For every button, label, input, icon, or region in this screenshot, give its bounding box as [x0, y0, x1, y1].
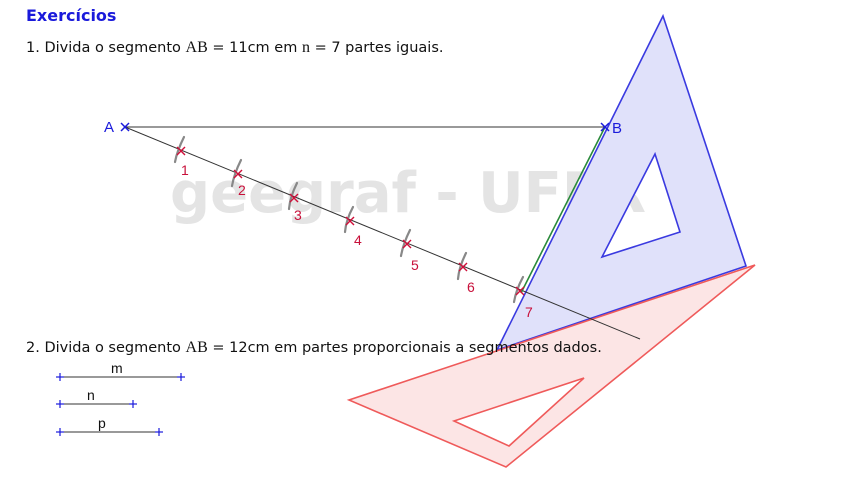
division-mark-7: [515, 286, 525, 296]
given-segment-m: m: [56, 360, 185, 381]
exercise-1-text-before: Divida o segmento: [44, 40, 181, 56]
exercise-2-number: 2.: [26, 340, 40, 356]
exercise-1-n-variable: n: [301, 39, 310, 56]
division-label-6: 6: [467, 279, 475, 295]
exercise-1-segment: AB: [185, 39, 208, 56]
compass-arc-5: [399, 228, 412, 258]
division-mark-6: [458, 262, 468, 272]
exercise-2-text-before: Divida o segmento: [44, 340, 181, 356]
compass-arc-7: [512, 275, 525, 304]
compass-arc-2: [230, 158, 243, 188]
division-mark-4: [345, 216, 355, 226]
compass-arc-4: [343, 205, 355, 234]
division-label-5: 5: [411, 257, 419, 273]
division-mark-5: [402, 239, 412, 249]
compass-arc-6: [456, 251, 468, 281]
division-label-2: 2: [238, 182, 246, 198]
division-marks: [176, 146, 525, 296]
given-segment-m-label: m: [111, 360, 123, 376]
exercise-1-text-mid: = 11cm em: [212, 40, 298, 56]
given-segment-n: n: [56, 387, 137, 408]
exercise-1-number: 1.: [26, 40, 40, 56]
page-title: Exercícios: [26, 6, 117, 25]
exercise-1-text-after: = 7 partes iguais.: [314, 40, 444, 56]
set-square-30-60[interactable]: [346, 264, 756, 468]
division-label-4: 4: [354, 232, 362, 248]
exercise-2-statement: 2. Divida o segmento AB = 12cm em partes…: [26, 339, 602, 357]
division-mark-2: [233, 169, 243, 179]
division-mark-3: [289, 193, 299, 203]
given-segment-p-label: p: [98, 415, 106, 431]
point-b-label: B: [612, 120, 622, 137]
division-label-7: 7: [525, 304, 533, 320]
compass-arc-1: [173, 135, 186, 164]
point-a-label: A: [104, 119, 114, 136]
point-b-mark: [600, 122, 610, 132]
auxiliary-ray: [124, 126, 641, 340]
given-segment-p: p: [56, 415, 163, 436]
set-square-45[interactable]: [495, 13, 748, 352]
division-mark-1: [176, 146, 186, 156]
exercise-2-segment: AB: [185, 339, 208, 356]
division-label-1: 1: [181, 162, 189, 178]
exercise-2-text-after: = 12cm em partes proporcionais a segment…: [212, 340, 602, 356]
compass-arc-3: [287, 181, 299, 211]
parallel-line-7-b: [520, 126, 606, 294]
compass-arcs: [173, 135, 525, 304]
point-a-mark: [120, 122, 130, 132]
given-segment-n-label: n: [87, 387, 95, 403]
exercise-1-statement: 1. Divida o segmento AB = 11cm em n = 7 …: [26, 39, 443, 57]
division-label-3: 3: [294, 207, 302, 223]
